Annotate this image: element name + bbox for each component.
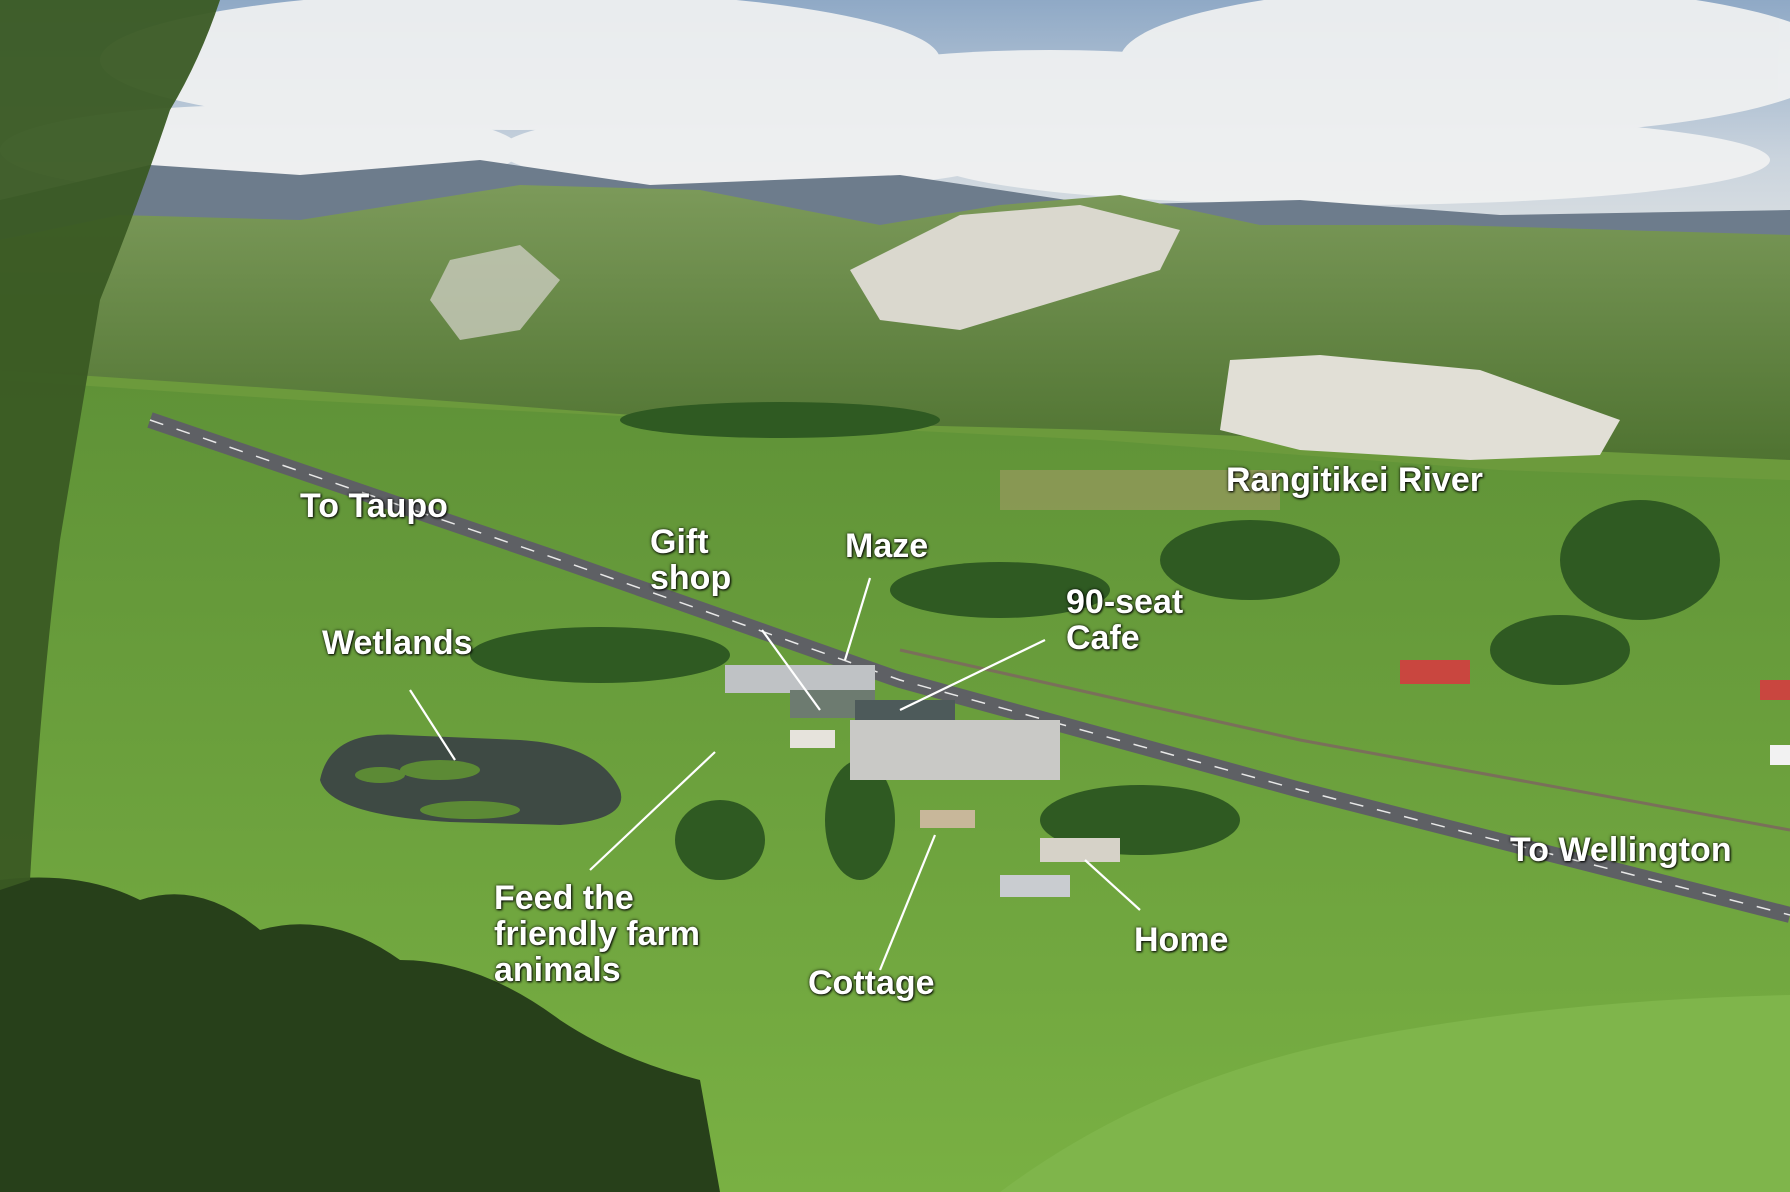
brown-paddock bbox=[1000, 470, 1280, 510]
wetlands-pond bbox=[320, 734, 622, 825]
label-cafe-line-2: Cafe bbox=[1066, 619, 1140, 657]
foreground-hill-right bbox=[1000, 995, 1790, 1192]
label-feed-animals-line-3: animals bbox=[494, 951, 621, 989]
label-gift-shop: Gift shop bbox=[650, 524, 731, 596]
foreground-bush-left bbox=[0, 877, 720, 1192]
label-wetlands: Wetlands bbox=[322, 624, 473, 662]
label-cottage: Cottage bbox=[808, 964, 935, 1002]
papa-bluff-left bbox=[850, 205, 1180, 330]
label-to-wellington: To Wellington bbox=[1510, 831, 1732, 869]
label-to-taupo: To Taupo bbox=[300, 487, 448, 525]
railway bbox=[899, 648, 1790, 832]
overhanging-tree bbox=[0, 0, 220, 890]
clouds bbox=[0, 0, 1790, 205]
label-feed-animals-line-2: friendly farm bbox=[494, 915, 700, 953]
label-gift-shop-line-2: shop bbox=[650, 559, 732, 597]
label-home: Home bbox=[1134, 921, 1229, 959]
label-rangitikei-river: Rangitikei River bbox=[1226, 461, 1483, 499]
label-cafe-line-1: 90-seat bbox=[1066, 583, 1184, 621]
label-feed-animals-line-1: Feed the bbox=[494, 879, 634, 917]
label-maze: Maze bbox=[845, 527, 929, 565]
tree-belts bbox=[470, 402, 1720, 880]
papa-bluff-right bbox=[1220, 355, 1620, 460]
label-gift-shop-line-1: Gift bbox=[650, 523, 709, 561]
papa-bluff-small bbox=[430, 245, 560, 340]
label-feed-animals: Feed the friendly farm animals bbox=[494, 880, 700, 988]
leader-lines bbox=[409, 577, 1141, 971]
farm-buildings bbox=[725, 660, 1790, 897]
label-cafe: 90-seat Cafe bbox=[1066, 584, 1183, 656]
